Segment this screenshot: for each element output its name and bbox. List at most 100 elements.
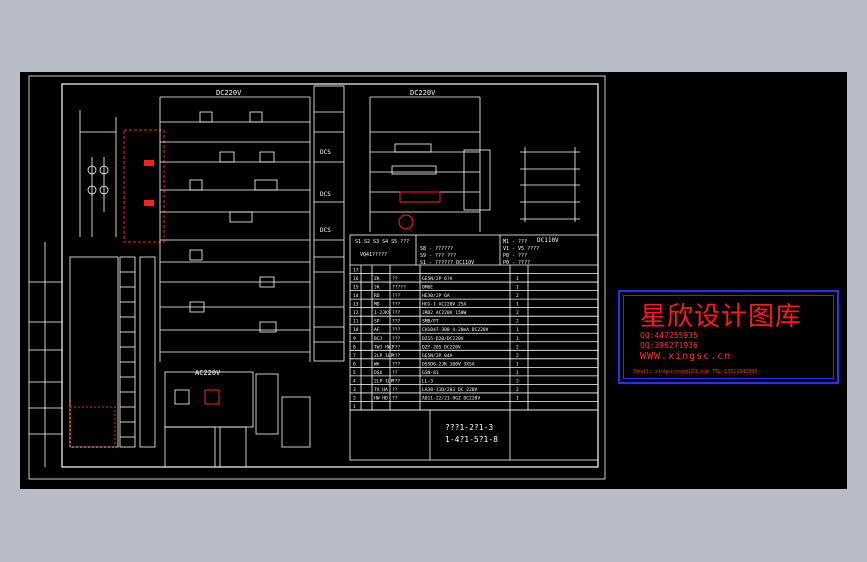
stamp-inner-border — [623, 295, 834, 379]
table-cell-no: 14 — [353, 293, 359, 299]
table-cell-code: MD — [374, 302, 380, 308]
p-head: P0 - ??? — [503, 253, 527, 259]
dc-left-label: DC220V — [216, 89, 242, 97]
ac-label: AC220V — [195, 369, 221, 377]
watermark-stamp: 星欣设计图库 QQ:447255935 QQ:396271936 WWW.xin… — [618, 290, 839, 384]
table-cell-qty: 2 — [516, 319, 519, 325]
left-title-strip — [29, 242, 62, 467]
stamp-qq-2: QQ:396271936 — [640, 341, 698, 350]
table-cell-name: ??? — [392, 302, 401, 308]
table-cell-qty: 2 — [516, 293, 519, 299]
table-cell-no: 17 — [353, 268, 359, 274]
v-head: V1 - V5 ???? — [503, 246, 539, 252]
table-cell-no: 16 — [353, 276, 359, 282]
stamp-website: WWW.xingsc.cn — [640, 351, 732, 362]
table-cell-no: 10 — [353, 327, 359, 333]
left-schematic — [69, 96, 311, 448]
table-head: S1 S2 S3 S4 S5 ??? — [355, 239, 409, 245]
table-cell-no: 7 — [353, 353, 356, 359]
table-cell-code: 2LP 1LP — [374, 353, 394, 359]
table-cell-code: 2LP 1LP — [374, 378, 394, 384]
table-cell-qty: 2 — [516, 378, 519, 384]
table-cell-spec: DZ15-D20/DC220V — [422, 336, 464, 342]
table-cell-code: TA HA — [374, 387, 388, 393]
table-cell-qty: 2 — [516, 310, 519, 316]
table-sub4: S1 - ?????? DC110V — [420, 260, 474, 266]
stamp-qq-1: QQ:447255935 — [640, 331, 698, 340]
table-cell-spec: DZY-205 DC220V — [422, 344, 461, 350]
table-cell-no: 6 — [353, 361, 356, 367]
table-cell-code: HW HD — [374, 395, 388, 401]
table-cell-spec: DM6E — [422, 285, 433, 291]
table-cell-name: ??? — [392, 336, 401, 342]
table-cell-spec: JRD2 AC220V 150W — [422, 310, 466, 316]
table-cell-spec: LL-3 — [422, 378, 433, 384]
table-sub3: S9 - ??? ??? — [420, 253, 456, 259]
table-cell-qty: 1 — [516, 361, 519, 367]
dcs-label-2: DCS — [320, 191, 331, 198]
table-cell-name: ??? — [392, 378, 401, 384]
table-cell-no: 8 — [353, 344, 356, 350]
p-head-2: P0 - ???? — [503, 260, 530, 266]
table-cell-name: ?? — [392, 370, 398, 376]
table-cell-name: ????? — [392, 285, 406, 291]
dcs-label-1: DCS — [320, 149, 331, 156]
table-cell-name: ??? — [392, 310, 401, 316]
table-cell-name: ?? — [392, 276, 398, 282]
right-upper-schematic — [369, 96, 580, 232]
table-cell-no: 15 — [353, 285, 359, 291]
table-cell-qty: 1 — [516, 302, 519, 308]
table-cell-spec: GSN-81 — [422, 370, 439, 376]
table-cell-qty: 2 — [516, 353, 519, 359]
dcs-column — [313, 85, 345, 362]
table-cell-no: 13 — [353, 302, 359, 308]
table-cell-qty: 2 — [516, 344, 519, 350]
dc110-label: DC110V — [537, 237, 559, 244]
drawing-frame — [28, 75, 606, 480]
dcs-label-3: DCS — [320, 227, 331, 234]
table-cell-code: TWJ HWJ — [374, 344, 394, 350]
table-cell-code: ZK — [374, 276, 380, 282]
table-cell-code: JK — [374, 285, 380, 291]
table-cell-name: ??? — [392, 344, 401, 350]
drawing-border — [61, 83, 599, 468]
drawing-code-bottom: 1-4?1-5?1-8 — [445, 435, 498, 444]
table-sub2: S8 - ?????? — [420, 246, 453, 252]
table-cell-name: ??? — [392, 327, 401, 333]
table-cell-code: AF — [374, 327, 380, 333]
table-cell-no: 3 — [353, 387, 356, 393]
table-cell-code: Wh — [374, 361, 380, 367]
table-cell-spec: AD11-22/21-9GZ DC220V — [422, 395, 480, 401]
table-sub1: VQ41????? — [360, 252, 387, 258]
table-cell-spec: LA38-11D/203 DC 220V — [422, 387, 478, 393]
table-cell-no: 9 — [353, 336, 356, 342]
table-cell-code: BCJ — [374, 336, 383, 342]
m-head: M1 - ??? — [503, 239, 527, 245]
table-cell-code: DSX — [374, 370, 383, 376]
table-cell-no: 4 — [353, 378, 356, 384]
table-cell-name: ?? — [392, 387, 398, 393]
table-cell-qty: 1 — [516, 285, 519, 291]
table-cell-qty: 1 — [516, 327, 519, 333]
stamp-contact: Email: xingxinsuo@163.com TEL:1351154280… — [634, 369, 758, 375]
table-cell-spec: HE30/2P 6A — [422, 293, 450, 299]
drawing-code-top: ???1-2?1-3 — [445, 423, 493, 432]
dc-right-label: DC220V — [410, 89, 436, 97]
table-cell-name: ??? — [392, 319, 401, 325]
table-cell-code: SP — [374, 319, 380, 325]
table-cell-qty: 2 — [516, 387, 519, 393]
table-cell-spec: HCG-1 AC220V 25A — [422, 302, 466, 308]
table-cell-code: RD — [374, 293, 380, 299]
table-cell-no: 12 — [353, 310, 359, 316]
table-cell-name: ??? — [392, 293, 401, 299]
table-cell-name: ??? — [392, 361, 401, 367]
table-cell-no: 5 — [353, 370, 356, 376]
table-cell-no: 11 — [353, 319, 359, 325]
ac-block — [164, 371, 311, 468]
table-cell-name: ??? — [392, 353, 401, 359]
table-cell-qty: 1 — [516, 370, 519, 376]
